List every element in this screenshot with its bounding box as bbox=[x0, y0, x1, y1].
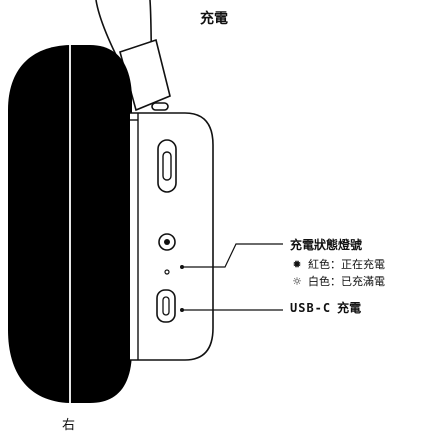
led-red-text: 紅色：正在充電 bbox=[308, 258, 385, 271]
led-callout-line bbox=[182, 243, 283, 268]
page-title: 充電 bbox=[200, 11, 228, 27]
status-led bbox=[164, 269, 170, 275]
top-button bbox=[151, 102, 169, 111]
led-white-row: ☼ 白色：已充滿電 bbox=[290, 273, 385, 289]
multifunction-button-dot bbox=[164, 239, 170, 245]
usb-label-row: USB-C 充電 bbox=[290, 299, 361, 316]
usb-c-port-slot bbox=[162, 296, 170, 316]
side-label: 右 bbox=[62, 418, 76, 433]
led-status-title: 充電狀態燈號 bbox=[290, 238, 363, 252]
led-white-text: 白色：已充滿電 bbox=[308, 275, 385, 288]
led-red-row: ✹ 紅色：正在充電 bbox=[290, 256, 385, 272]
usb-port-name: USB-C bbox=[290, 301, 332, 315]
sun-outline-icon: ☼ bbox=[292, 274, 302, 288]
power-switch-knob bbox=[162, 151, 172, 181]
sun-filled-icon: ✹ bbox=[292, 257, 302, 271]
usb-charge-label: 充電 bbox=[337, 301, 362, 315]
